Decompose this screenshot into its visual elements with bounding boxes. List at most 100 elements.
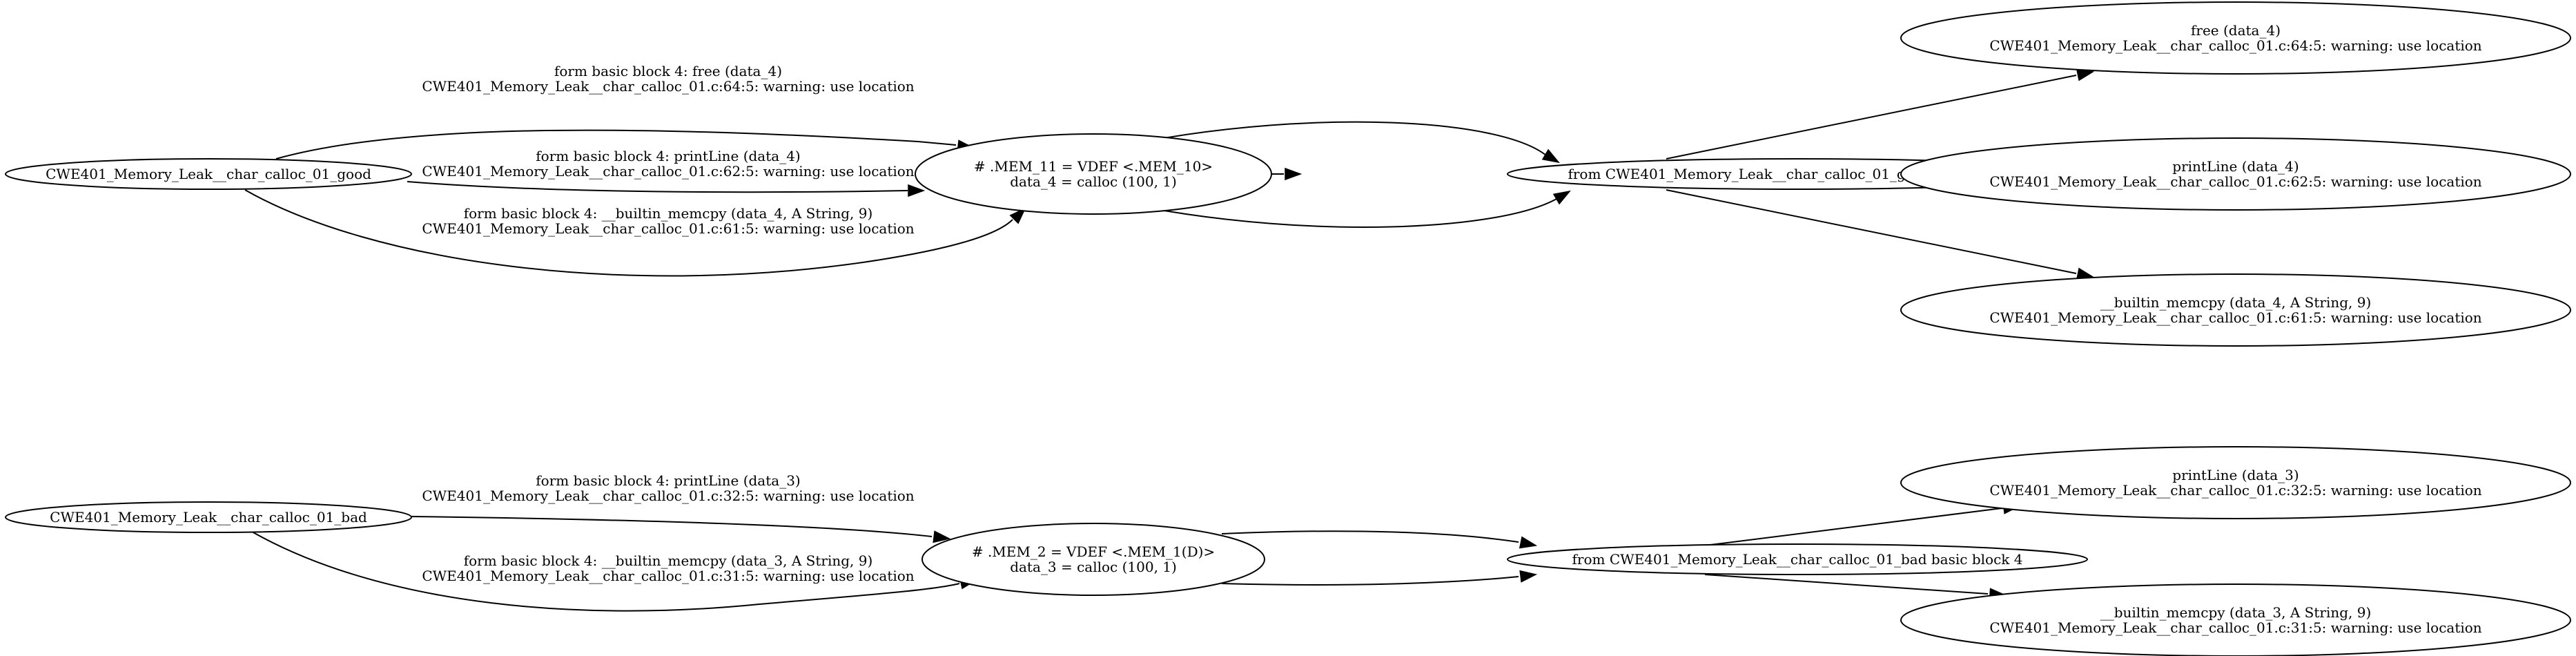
- edge-good_bb4-to-free4: [1666, 68, 2095, 160]
- edge-label-line: CWE401_Memory_Leak__char_calloc_01.c:64:…: [422, 78, 914, 95]
- node-label: CWE401_Memory_Leak__char_calloc_01_bad: [50, 509, 367, 525]
- node-bad_bb4: from CWE401_Memory_Leak__char_calloc_01_…: [1507, 543, 2088, 575]
- edge-arrowhead: [1285, 167, 1302, 181]
- edge-line: [411, 516, 933, 537]
- edge-mem2-to-bad_bb4: [1221, 570, 1538, 586]
- edge-arrowhead: [1552, 190, 1571, 205]
- edge-arrowhead: [1541, 148, 1560, 164]
- edge-label-line: form basic block 4: printLine (data_3): [536, 472, 800, 489]
- node-label-line: CWE401_Memory_Leak__char_calloc_01.c:61:…: [1989, 309, 2481, 326]
- edge-label-line: form basic block 4: printLine (data_4): [536, 148, 800, 164]
- node-label-line: CWE401_Memory_Leak__char_calloc_01_bad: [50, 509, 367, 525]
- edge-mem11-to-good_bb4: [1144, 121, 1560, 164]
- node-label-line: __builtin_memcpy (data_3, A String, 9): [2100, 604, 2372, 621]
- edge-line: [244, 189, 1013, 277]
- edge-mem11-to-good_bb4: [1271, 167, 1302, 181]
- node-ellipse: [1507, 543, 2088, 575]
- edge-arrowhead: [1009, 207, 1026, 224]
- node-label: # .MEM_11 = VDEF <.MEM_10>data_4 = callo…: [974, 158, 1213, 190]
- node-label-line: CWE401_Memory_Leak__char_calloc_01.c:64:…: [1989, 37, 2481, 54]
- node-memcpy4: __builtin_memcpy (data_4, A String, 9)CW…: [1900, 273, 2571, 347]
- node-label-line: CWE401_Memory_Leak__char_calloc_01.c:32:…: [1989, 482, 2481, 499]
- node-mem2: # .MEM_2 = VDEF <.MEM_1(D)>data_3 = call…: [921, 523, 1265, 596]
- node-label-line: printLine (data_4): [2172, 158, 2299, 175]
- edge-bad_bb4-to-memcpy3: [1704, 574, 2007, 601]
- node-label-line: free (data_4): [2191, 22, 2281, 39]
- edge-line: [1704, 574, 1989, 595]
- edge-arrowhead: [933, 530, 951, 543]
- edge-label-line: CWE401_Memory_Leak__char_calloc_01.c:62:…: [422, 163, 914, 180]
- node-label: __builtin_memcpy (data_4, A String, 9)CW…: [1989, 294, 2481, 326]
- node-mem11: # .MEM_11 = VDEF <.MEM_10>data_4 = callo…: [915, 133, 1272, 215]
- node-label-line: # .MEM_11 = VDEF <.MEM_10>: [974, 158, 1213, 175]
- node-label-line: data_3 = calloc (100, 1): [1010, 559, 1177, 575]
- edge-good_bb4-to-memcpy4: [1666, 189, 2095, 280]
- node-ellipse: [1900, 446, 2571, 519]
- edge-label: form basic block 4: printLine (data_4)CW…: [422, 148, 914, 180]
- node-ellipse: [1900, 273, 2571, 347]
- edge-line: [275, 129, 957, 160]
- node-label-line: from CWE401_Memory_Leak__char_calloc_01_…: [1572, 551, 2023, 568]
- node-label-line: __builtin_memcpy (data_4, A String, 9): [2100, 294, 2372, 311]
- edge-line: [1144, 198, 1557, 228]
- edge-line: [407, 181, 908, 193]
- edge-arrowhead: [1519, 536, 1538, 549]
- edge-label-line: CWE401_Memory_Leak__char_calloc_01.c:61:…: [422, 220, 914, 237]
- edges-layer: form basic block 4: free (data_4)CWE401_…: [244, 63, 2095, 612]
- node-bad_fn: CWE401_Memory_Leak__char_calloc_01_bad: [5, 501, 412, 533]
- node-ellipse: [5, 501, 412, 533]
- edge-label-line: CWE401_Memory_Leak__char_calloc_01.c:32:…: [422, 488, 914, 504]
- edge-mem11-to-good_bb4: [1144, 190, 1571, 228]
- edge-label: form basic block 4: printLine (data_3)CW…: [422, 472, 914, 504]
- edge-label-line: form basic block 4: free (data_4): [554, 63, 782, 79]
- edge-bad_fn-to-mem2: form basic block 4: printLine (data_3)CW…: [411, 472, 951, 543]
- node-ellipse: [5, 158, 412, 190]
- edge-line: [1666, 75, 2077, 160]
- edge-good_fn-to-mem11: form basic block 4: __builtin_memcpy (da…: [244, 189, 1026, 277]
- edge-line: [1144, 121, 1547, 156]
- node-ellipse: [1900, 1, 2571, 75]
- node-label-line: printLine (data_3): [2172, 467, 2299, 483]
- node-label-line: CWE401_Memory_Leak__char_calloc_01.c:62:…: [1989, 173, 2481, 190]
- node-label-line: # .MEM_2 = VDEF <.MEM_1(D)>: [972, 543, 1215, 560]
- edge-good_fn-to-mem11: form basic block 4: free (data_4)CWE401_…: [275, 63, 975, 160]
- edge-label: form basic block 4: __builtin_memcpy (da…: [422, 552, 914, 584]
- node-label: printLine (data_4)CWE401_Memory_Leak__ch…: [1989, 158, 2481, 190]
- nodes-layer: CWE401_Memory_Leak__char_calloc_01_good #…: [5, 1, 2571, 656]
- edge-arrowhead: [908, 184, 926, 197]
- node-label: from CWE401_Memory_Leak__char_calloc_01_…: [1572, 551, 2023, 568]
- edge-line: [1704, 508, 2002, 546]
- edge-line: [1666, 189, 2077, 274]
- node-ellipse: [915, 133, 1272, 215]
- edge-label-line: CWE401_Memory_Leak__char_calloc_01.c:31:…: [422, 568, 914, 584]
- node-label-line: CWE401_Memory_Leak__char_calloc_01.c:31:…: [1989, 619, 2481, 636]
- edge-label-line: form basic block 4: __builtin_memcpy (da…: [464, 205, 873, 222]
- edge-label: form basic block 4: __builtin_memcpy (da…: [422, 205, 914, 237]
- edge-good_fn-to-mem11: form basic block 4: printLine (data_4)CW…: [407, 148, 926, 197]
- edge-bad_fn-to-mem2: form basic block 4: __builtin_memcpy (da…: [251, 531, 978, 612]
- node-ellipse: [1900, 583, 2571, 656]
- edge-line: [251, 531, 960, 612]
- node-print4: printLine (data_4)CWE401_Memory_Leak__ch…: [1900, 137, 2571, 211]
- node-label: printLine (data_3)CWE401_Memory_Leak__ch…: [1989, 467, 2481, 499]
- edge-arrowhead: [1519, 570, 1538, 583]
- node-label: CWE401_Memory_Leak__char_calloc_01_good: [46, 166, 371, 182]
- node-ellipse: [1900, 137, 2571, 211]
- edge-label-line: form basic block 4: __builtin_memcpy (da…: [464, 552, 873, 569]
- node-label-line: CWE401_Memory_Leak__char_calloc_01_good: [46, 166, 371, 182]
- node-free4: free (data_4)CWE401_Memory_Leak__char_ca…: [1900, 1, 2571, 75]
- edge-line: [1221, 576, 1519, 586]
- node-memcpy3: __builtin_memcpy (data_3, A String, 9)CW…: [1900, 583, 2571, 656]
- node-label-line: data_4 = calloc (100, 1): [1010, 173, 1177, 190]
- edge-bad_bb4-to-print3: [1704, 501, 2021, 546]
- edge-mem2-to-bad_bb4: [1221, 530, 1538, 549]
- node-good_fn: CWE401_Memory_Leak__char_calloc_01_good: [5, 158, 412, 190]
- node-label: # .MEM_2 = VDEF <.MEM_1(D)>data_3 = call…: [972, 543, 1215, 575]
- node-label: free (data_4)CWE401_Memory_Leak__char_ca…: [1989, 22, 2481, 54]
- node-ellipse: [921, 523, 1265, 596]
- node-label: __builtin_memcpy (data_3, A String, 9)CW…: [1989, 604, 2481, 636]
- node-print3: printLine (data_3)CWE401_Memory_Leak__ch…: [1900, 446, 2571, 519]
- edge-label: form basic block 4: free (data_4)CWE401_…: [422, 63, 914, 95]
- edge-line: [1221, 530, 1519, 543]
